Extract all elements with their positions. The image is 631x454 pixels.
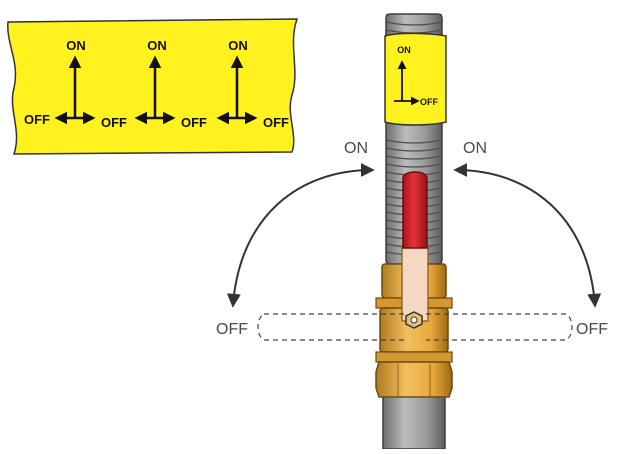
right-off-label: OFF bbox=[576, 321, 608, 338]
panel-symbol-3: ON OFF bbox=[216, 38, 289, 130]
valve-tag: ON OFF bbox=[384, 32, 447, 126]
valve-tag-background bbox=[384, 32, 447, 126]
valve-tag-off-label: OFF bbox=[420, 97, 438, 107]
handle-grip bbox=[402, 171, 428, 249]
panel-symbol-2: ON OFF bbox=[134, 38, 207, 130]
valve-lower-nut bbox=[375, 361, 453, 398]
panel-symbol-3-off-right-label: OFF bbox=[263, 115, 289, 130]
panel-symbol-1-on-label: ON bbox=[66, 38, 86, 53]
off-position-outline bbox=[257, 313, 573, 341]
valve-lower-collar bbox=[375, 351, 453, 363]
hose-body-lower bbox=[382, 394, 446, 450]
label-panel: ON OFF OFF ON OFF ON OFF bbox=[7, 18, 299, 155]
left-off-label: OFF bbox=[216, 321, 248, 338]
right-on-label: ON bbox=[463, 140, 487, 157]
valve-tag-on-label: ON bbox=[397, 45, 411, 55]
panel-symbol-3-on-label: ON bbox=[228, 38, 248, 53]
panel-symbol-1: ON OFF OFF bbox=[24, 38, 127, 130]
right-rotation-arrow bbox=[453, 163, 602, 308]
left-rotation-arrow bbox=[226, 163, 375, 308]
panel-symbol-1-off-right-label: OFF bbox=[101, 115, 127, 130]
panel-symbol-2-on-label: ON bbox=[147, 38, 167, 53]
handle-stem bbox=[401, 246, 429, 322]
panel-symbol-2-off-right-label: OFF bbox=[181, 115, 207, 130]
panel-symbol-1-off-left-label: OFF bbox=[24, 112, 50, 127]
valve-handle bbox=[401, 171, 429, 329]
left-on-label: ON bbox=[344, 140, 368, 157]
